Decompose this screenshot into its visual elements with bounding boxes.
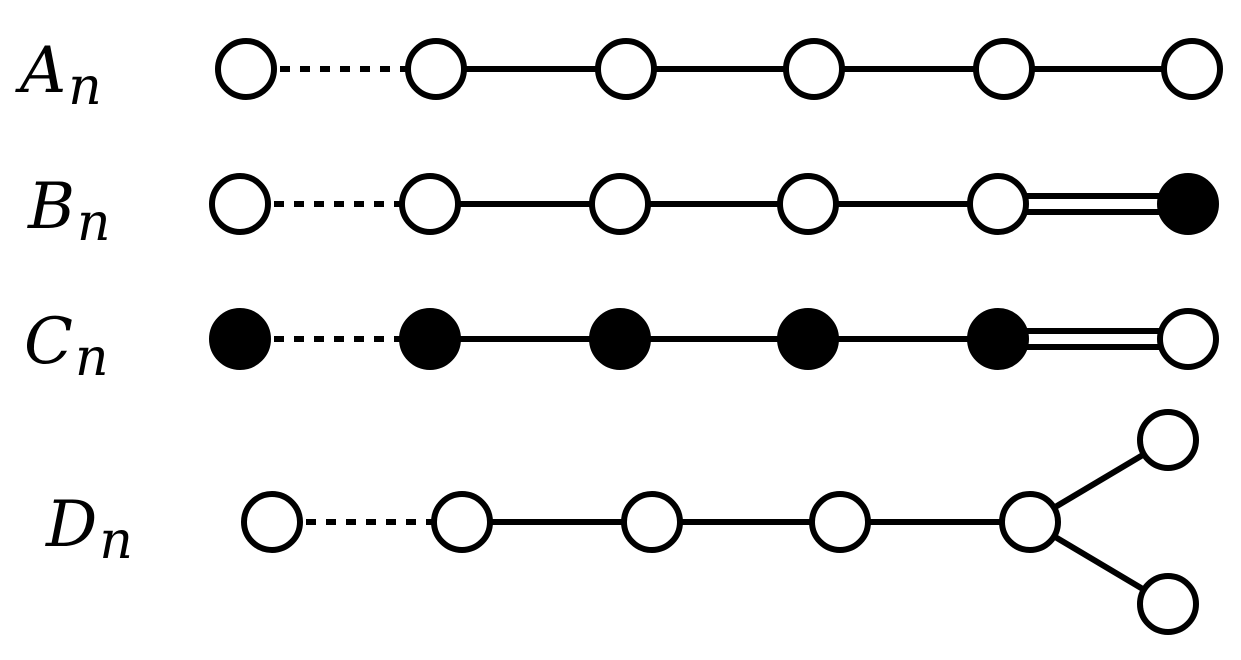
diagram-label-a-n: An: [15, 34, 102, 117]
label-letter: B: [27, 170, 75, 244]
single-edge: [1052, 451, 1146, 511]
open-node: [589, 173, 651, 235]
diagram-label-c-n: Cn: [24, 305, 108, 388]
filled-node: [399, 308, 461, 370]
diagram-b-n: Bn: [27, 170, 1219, 253]
diagram-d-n: Dn: [45, 409, 1199, 635]
label-subscript: n: [75, 328, 109, 388]
single-edge: [1052, 533, 1146, 593]
open-node: [783, 38, 845, 100]
open-node: [809, 491, 871, 553]
label-letter: C: [24, 305, 73, 379]
open-node: [405, 38, 467, 100]
label-letter: A: [15, 34, 66, 108]
filled-node: [777, 308, 839, 370]
diagram-label-d-n: Dn: [45, 488, 133, 571]
diagram-c-n: Cn: [24, 305, 1219, 388]
open-node: [967, 173, 1029, 235]
label-subscript: n: [99, 511, 133, 571]
filled-node: [589, 308, 651, 370]
open-node: [621, 491, 683, 553]
open-node: [241, 491, 303, 553]
open-node: [431, 491, 493, 553]
open-node: [1161, 38, 1223, 100]
open-node: [1137, 573, 1199, 635]
label-letter: D: [45, 488, 97, 562]
open-node: [215, 38, 277, 100]
label-subscript: n: [77, 193, 111, 253]
label-subscript: n: [68, 57, 102, 117]
open-node: [973, 38, 1035, 100]
open-node: [595, 38, 657, 100]
filled-node: [209, 308, 271, 370]
open-node: [209, 173, 271, 235]
filled-node: [1157, 173, 1219, 235]
open-node: [1157, 308, 1219, 370]
diagram-a-n: An: [15, 34, 1223, 117]
double-edge: [1026, 328, 1160, 350]
filled-node: [967, 308, 1029, 370]
open-node: [999, 491, 1061, 553]
open-node: [777, 173, 839, 235]
double-edge: [1026, 193, 1160, 215]
diagram-label-b-n: Bn: [27, 170, 111, 253]
open-node: [1137, 409, 1199, 471]
open-node: [399, 173, 461, 235]
